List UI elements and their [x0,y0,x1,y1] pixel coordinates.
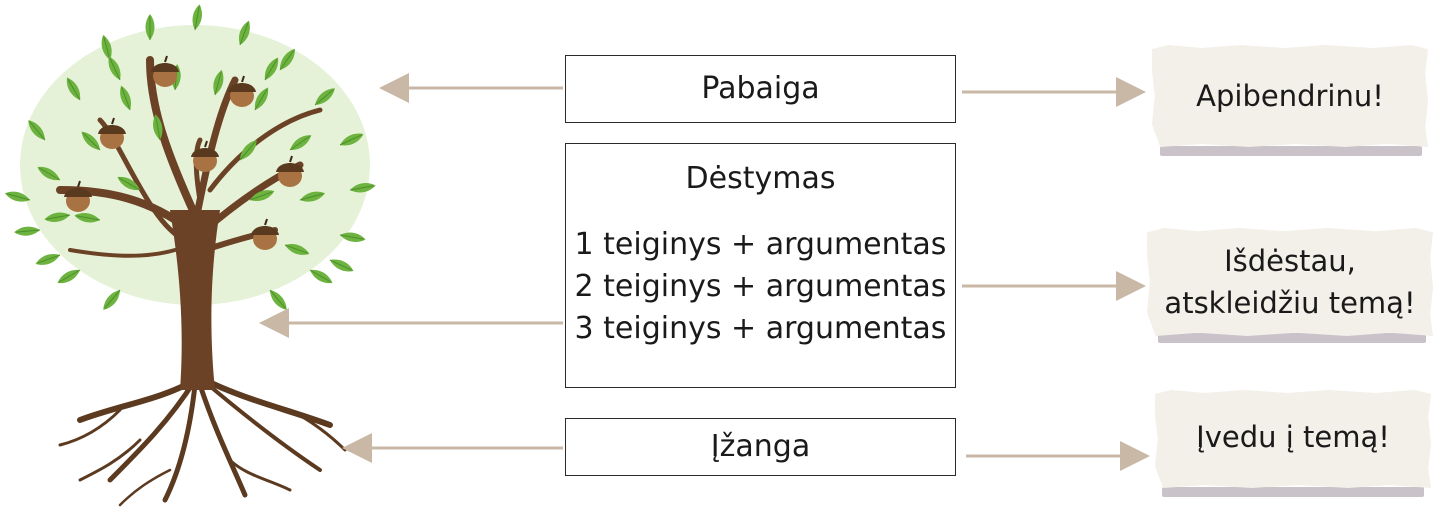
body-note-line: atskleidžiu temą! [1164,286,1416,320]
end-label: Pabaiga [701,71,820,106]
intro-note: Įvedu į temą! [1155,390,1431,488]
body-note: Išdėstau, atskleidžiu temą! [1147,228,1433,336]
end-box: Pabaiga [565,55,956,123]
body-line: 1 teiginys + argumentas [574,227,947,262]
body-line: 2 teiginys + argumentas [574,269,947,304]
note-shadow [1160,146,1422,156]
body-box: Dėstymas 1 teiginys + argumentas 2 teigi… [565,143,956,388]
body-label: Dėstymas [685,161,836,196]
note-shadow [1162,487,1424,497]
oak-tree-with-roots-icon [3,3,377,507]
end-note-text: Apibendrinu! [1196,79,1384,113]
intro-box: Įžanga [565,418,956,476]
body-line: 3 teiginys + argumentas [574,311,947,346]
body-note-line: Išdėstau, [1224,244,1356,278]
note-shadow [1158,333,1426,343]
end-note: Apibendrinu! [1152,45,1428,147]
intro-note-text: Įvedu į temą! [1196,420,1390,454]
intro-label: Įžanga [710,429,811,464]
